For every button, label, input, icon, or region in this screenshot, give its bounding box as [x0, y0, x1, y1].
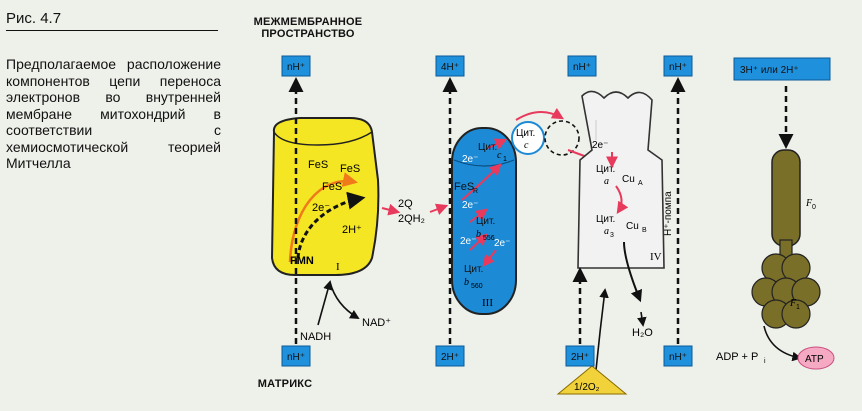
proton-bottom-1: nH⁺	[287, 352, 305, 363]
f1-sub: 1	[796, 304, 800, 311]
atp-ellipse	[797, 346, 835, 370]
cu-b-sub: B	[642, 227, 647, 234]
f1-label: F	[789, 298, 797, 309]
complex-i: FeS FeS FeS 2e⁻ 2H⁺ FMN I	[270, 117, 380, 276]
fmn-label: FMN	[290, 255, 314, 267]
nadh-label: NADH	[300, 331, 331, 343]
cyt-a3-sub: 3	[610, 232, 614, 239]
complex-iii: 2e⁻ Цит. c 1 FeS R 2e⁻ Цит. b 556 2e⁻ 2e…	[451, 127, 517, 315]
iii-electrons-1: 2e⁻	[462, 154, 478, 165]
cyt-b556-letter: b	[476, 229, 481, 240]
nad-label: NAD⁺	[362, 317, 391, 329]
water-arrow	[637, 311, 647, 327]
cu-b-label: Cu	[626, 221, 639, 232]
cyt-b560-letter: b	[464, 277, 469, 288]
iii-electrons-2: 2e⁻	[462, 200, 478, 211]
complex-iv: 2e⁻ Цит. a Cu A Цит. a 3 Cu B IV H⁺-помп…	[577, 90, 674, 303]
q-arrow-out	[429, 203, 449, 215]
cytochrome-c-moved	[544, 120, 580, 156]
cu-a-label: Cu	[622, 174, 635, 185]
adp-label: ADP + P	[716, 351, 758, 363]
qh2-label: 2QH₂	[398, 213, 425, 225]
fes-r-label: FeS	[454, 181, 474, 193]
proton-arrows	[288, 77, 686, 344]
oxygen-arrow	[595, 288, 609, 371]
water-label: H₂O	[632, 327, 653, 339]
oxygen-triangle	[556, 365, 628, 395]
cyt-b556-sub: 556	[483, 235, 495, 242]
iii-electrons-3: 2e⁻	[460, 236, 476, 247]
atp-synthase-protons: 3H⁺ или 2H⁺	[740, 65, 799, 76]
fes-label-2: FeS	[340, 163, 360, 175]
complex-i-protons: 2H⁺	[342, 224, 362, 236]
cyt-a3-label: Цит.	[596, 214, 615, 225]
matrix-label: МАТРИКС	[257, 378, 313, 390]
complex-iv-roman: IV	[650, 251, 662, 263]
proton-top-4: nH⁺	[669, 62, 687, 73]
proton-bottom-3: 2H⁺	[571, 352, 589, 363]
cytochrome-c	[511, 121, 545, 155]
q-arrow-in	[381, 203, 401, 216]
proton-top-1: nH⁺	[287, 62, 305, 73]
oxygen-label: 1/2O₂	[574, 382, 600, 393]
proton-bottom-4: nH⁺	[669, 352, 687, 363]
iv-electrons: 2e⁻	[592, 140, 608, 151]
proton-boxes-top: nH⁺ 4H⁺ nH⁺ nH⁺ 3H⁺ или 2H⁺	[281, 55, 831, 81]
cyt-a-label: Цит.	[596, 164, 615, 175]
figure-number: Рис. 4.7	[6, 10, 218, 31]
proton-boxes-bottom: nH⁺ 2H⁺ 2H⁺ nH⁺	[281, 345, 693, 367]
cyt-c1-sub: 1	[503, 156, 507, 163]
cyt-b560-label: Цит.	[464, 264, 483, 275]
cyt-a-letter: a	[604, 176, 609, 187]
f0-sub: 0	[812, 204, 816, 211]
cyt-c-letter: c	[524, 140, 529, 151]
fes-r-sub: R	[473, 188, 478, 195]
cyt-c1-letter: c	[497, 150, 502, 161]
q-label: 2Q	[398, 198, 413, 210]
cyt-a3-letter: a	[604, 226, 609, 237]
adp-sub: i	[764, 358, 766, 365]
proton-bottom-2: 2H⁺	[441, 352, 459, 363]
atp-label: ATP	[805, 354, 824, 365]
atp-synthase: F 0 F 1	[751, 86, 821, 362]
intermembrane-space-label: МЕЖМЕМБРАННОЕ ПРОСТРАНСТВО	[253, 16, 363, 40]
cyt-c1-label: Цит.	[478, 142, 497, 153]
complex-i-electrons: 2e⁻	[312, 202, 330, 214]
nad-arrow	[329, 281, 360, 319]
complex-i-roman: I	[336, 261, 340, 273]
h-pump-label: H⁺-помпа	[663, 191, 674, 236]
cyt-b556-label: Цит.	[476, 216, 495, 227]
nadh-arrow	[317, 280, 333, 326]
fes-label-1: FeS	[308, 159, 328, 171]
figure-caption: Предполагаемое расположение компонентов …	[6, 56, 221, 171]
cu-a-sub: A	[638, 180, 643, 187]
iii-electrons-4: 2e⁻	[494, 238, 510, 249]
proton-top-2: 4H⁺	[441, 62, 459, 73]
proton-top-3: nH⁺	[573, 62, 591, 73]
f0-label: F	[805, 198, 813, 209]
fes-label-3: FeS	[322, 181, 342, 193]
complex-iii-roman: III	[482, 297, 493, 309]
cyt-b560-sub: 560	[471, 283, 483, 290]
cyt-c-label: Цит.	[516, 128, 535, 139]
cyt-c-transfer-arrow	[515, 107, 565, 121]
